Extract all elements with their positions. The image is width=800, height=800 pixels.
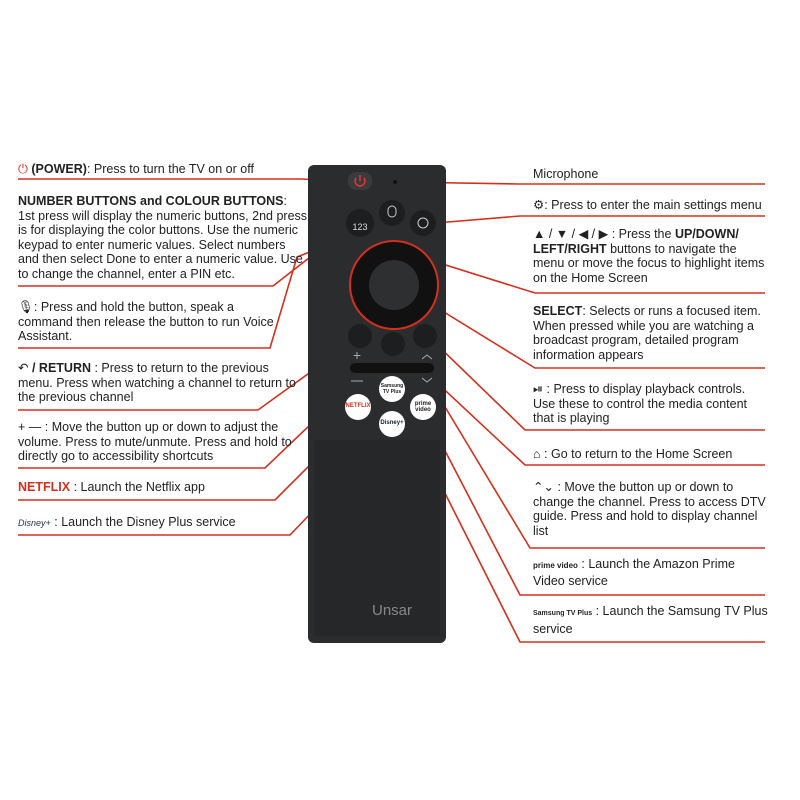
prime-video-button bbox=[410, 394, 436, 420]
samsung-tv-plus-logo: Samsung TV Plus bbox=[533, 610, 593, 617]
home-icon: ⌂ bbox=[533, 447, 541, 461]
select-desc: SELECT: Selects or runs a focused item. … bbox=[533, 304, 761, 362]
disney-label: Disney+ bbox=[380, 420, 404, 426]
prime-video-logo: prime video bbox=[533, 561, 578, 570]
microphone-desc: Microphone bbox=[533, 167, 599, 181]
remote-body: + bbox=[308, 165, 446, 643]
select-button bbox=[369, 260, 419, 310]
channel-desc: ⌃⌄ : Move the button up or down to chang… bbox=[533, 480, 766, 538]
voice-button bbox=[379, 200, 405, 226]
netflix-label: NETFLIX bbox=[345, 403, 371, 409]
leader-channel bbox=[429, 381, 765, 549]
home-desc: ⌂ : Go to return to the Home Screen bbox=[533, 447, 733, 461]
return-desc: ↶ / RETURN : Press to return to the prev… bbox=[18, 361, 296, 404]
svg-text:+: + bbox=[353, 347, 361, 363]
playback-desc: ⏯ : Press to display playback controls. … bbox=[533, 382, 748, 425]
playback-button bbox=[413, 324, 437, 348]
number-button bbox=[346, 209, 374, 237]
numbers-desc: NUMBER BUTTONS and COLOUR BUTTONS:1st pr… bbox=[18, 194, 308, 281]
netflix-desc: NETFLIX : Launch the Netflix app bbox=[18, 480, 205, 494]
prime-label: prime video bbox=[414, 401, 432, 413]
settings-desc: ⚙: Press to enter the main settings menu bbox=[533, 198, 762, 212]
samsung-label: Samsung TV Plus bbox=[380, 383, 404, 395]
channel-icon: ⌃⌄ bbox=[533, 480, 554, 494]
prime-desc: prime video : Launch the Amazon Prime Vi… bbox=[533, 557, 735, 588]
brand-logo: Unsar bbox=[371, 602, 412, 619]
samsung-tv-plus-button bbox=[379, 376, 405, 402]
voice-desc: 🎙︎: Press and hold the button, speak a c… bbox=[18, 300, 274, 343]
netflix-logo: NETFLIX bbox=[18, 480, 71, 494]
disney-plus-logo: Disney+ bbox=[18, 518, 51, 528]
leader-settings bbox=[435, 215, 765, 224]
dpad-desc: ▲ / ▼ / ◀ / ▶ : Press the UP/DOWN/ LEFT/… bbox=[533, 227, 765, 285]
leader-dpad bbox=[435, 261, 765, 294]
microphone-hole bbox=[393, 180, 397, 184]
netflix-button bbox=[345, 394, 371, 420]
leader-prime bbox=[427, 417, 765, 596]
samsung-desc: Samsung TV Plus : Launch the Samsung TV … bbox=[533, 604, 768, 636]
play-pause-icon: ⏯ bbox=[533, 382, 544, 396]
volume-channel-rocker bbox=[350, 363, 434, 373]
leader-playback bbox=[431, 339, 765, 431]
disney-plus-button bbox=[379, 411, 405, 437]
arrows-icon: ▲ / ▼ / ◀ / ▶ bbox=[533, 227, 609, 241]
return-button bbox=[348, 324, 372, 348]
volume-icon: + — bbox=[18, 420, 42, 434]
volume-desc: + — : Move the button up or down to adju… bbox=[18, 420, 292, 463]
leader-power bbox=[18, 178, 351, 182]
disney-desc: Disney+ : Launch the Disney Plus service bbox=[18, 515, 236, 529]
power-desc: ⏻ (POWER): Press to turn the TV on or of… bbox=[18, 162, 254, 176]
settings-icon: ⚙ bbox=[533, 198, 545, 212]
microphone-icon: 🎙︎ bbox=[18, 300, 34, 314]
home-button bbox=[381, 332, 405, 356]
number-label: 123 bbox=[352, 222, 368, 232]
settings-button bbox=[410, 210, 436, 236]
return-icon: ↶ bbox=[18, 361, 29, 375]
leader-microphone bbox=[397, 181, 765, 185]
